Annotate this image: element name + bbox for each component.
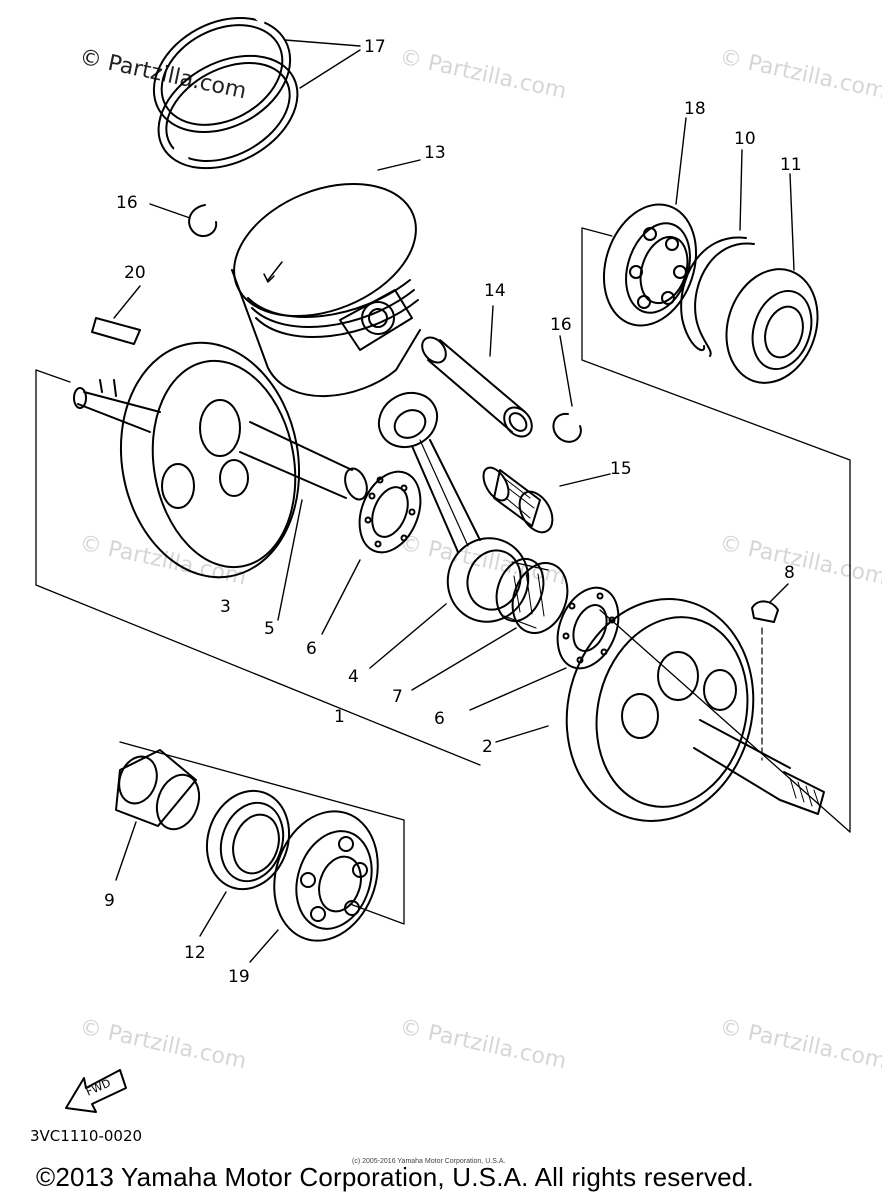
leader-17 (284, 39, 361, 89)
left-crank (73, 341, 301, 579)
copyright-notice: ©2013 Yamaha Motor Corporation, U.S.A. A… (36, 1162, 754, 1192)
callout-12: 12 (184, 943, 206, 963)
piston-pin (421, 305, 533, 438)
fwd-arrow-icon: FWD (65, 1069, 127, 1113)
callout-20: 20 (124, 263, 146, 283)
piston-pin-clip-right (552, 335, 582, 443)
oil-seal (725, 173, 819, 384)
callout-6-left: 6 (306, 639, 317, 659)
assembly-bracket-left (35, 369, 481, 766)
callout-7: 7 (392, 687, 403, 707)
callout-1: 1 (334, 707, 345, 727)
small-copyright: (c) 2005-2016 Yamaha Motor Corporation, … (352, 1158, 506, 1165)
connecting-rod (369, 391, 530, 669)
crank-pin (239, 421, 368, 621)
callout-labels: 1 2 3 4 5 6 6 7 8 9 10 11 12 13 14 15 16… (104, 37, 802, 987)
thrust-washer-right (469, 586, 620, 711)
callout-19: 19 (228, 967, 250, 987)
callout-16-left: 16 (116, 193, 138, 213)
right-crank (495, 598, 825, 822)
thrust-washer-left (321, 470, 422, 635)
diagram-code: 3VC1110-0020 (30, 1127, 143, 1145)
callout-8: 8 (784, 563, 795, 583)
callout-13: 13 (424, 143, 446, 163)
main-bearing-left (249, 810, 379, 963)
piston-pin-clip-left (149, 203, 218, 238)
callout-4: 4 (348, 667, 359, 687)
assembly-bracket-lower (119, 741, 405, 925)
callout-18: 18 (684, 99, 706, 119)
callout-15: 15 (610, 459, 632, 479)
big-end-bearing (411, 558, 569, 691)
callout-11: 11 (780, 155, 802, 175)
callout-17: 17 (364, 37, 386, 57)
callout-10: 10 (734, 129, 756, 149)
small-end-bearing (482, 466, 611, 534)
piston (231, 159, 421, 398)
callout-14: 14 (484, 281, 506, 301)
piston-rings (152, 11, 299, 170)
woodruff-key-left (91, 285, 141, 345)
main-bearing-right (602, 117, 698, 327)
collar (115, 749, 201, 881)
callout-6-right: 6 (434, 709, 445, 729)
callout-9: 9 (104, 891, 115, 911)
callout-16-right: 16 (550, 315, 572, 335)
woodruff-key-right (751, 583, 789, 761)
callout-3: 3 (220, 597, 231, 617)
bearing-circlip (680, 149, 755, 357)
callout-2: 2 (482, 737, 493, 757)
callout-5: 5 (264, 619, 275, 639)
crank-bearing-needle (199, 789, 291, 937)
